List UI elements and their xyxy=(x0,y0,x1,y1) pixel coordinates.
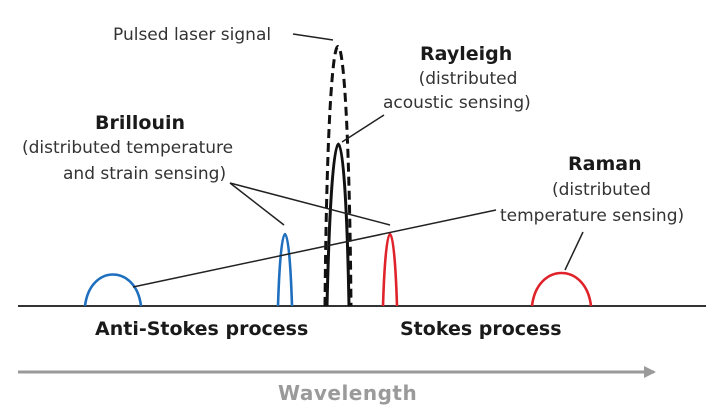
rayleigh-desc-line1: (distributed xyxy=(418,69,518,89)
raman-stokes-peak xyxy=(530,271,593,307)
rayleigh-peak xyxy=(325,142,351,307)
brillouin-anti-stokes-peak xyxy=(276,233,294,307)
raman-leader-anti-stokes xyxy=(132,209,497,288)
raman-desc-line2: temperature sensing) xyxy=(500,206,685,226)
rayleigh-title: Rayleigh xyxy=(420,43,513,65)
pulsed-laser-leader xyxy=(292,33,334,41)
anti-stokes-process-label: Anti-Stokes process xyxy=(95,318,309,340)
stokes-process-label: Stokes process xyxy=(400,318,562,340)
raman-anti-stokes-peak xyxy=(83,273,143,307)
pulsed-laser-label: Pulsed laser signal xyxy=(113,25,272,45)
brillouin-leader-anti-stokes xyxy=(229,182,285,226)
brillouin-desc-line1: (distributed temperature xyxy=(22,138,234,158)
brillouin-stokes-peak xyxy=(381,233,399,307)
rayleigh-leader xyxy=(341,114,385,143)
brillouin-title: Brillouin xyxy=(95,112,186,134)
raman-title: Raman xyxy=(568,153,642,175)
raman-desc-line1: (distributed xyxy=(552,180,651,200)
wavelength-axis-label: Wavelength xyxy=(278,381,418,405)
pulsed-laser-peak xyxy=(323,45,353,307)
raman-leader-stokes xyxy=(564,231,584,271)
brillouin-leader-stokes xyxy=(229,182,391,226)
brillouin-desc-line2: and strain sensing) xyxy=(63,164,227,184)
rayleigh-desc-line2: acoustic sensing) xyxy=(383,93,531,113)
